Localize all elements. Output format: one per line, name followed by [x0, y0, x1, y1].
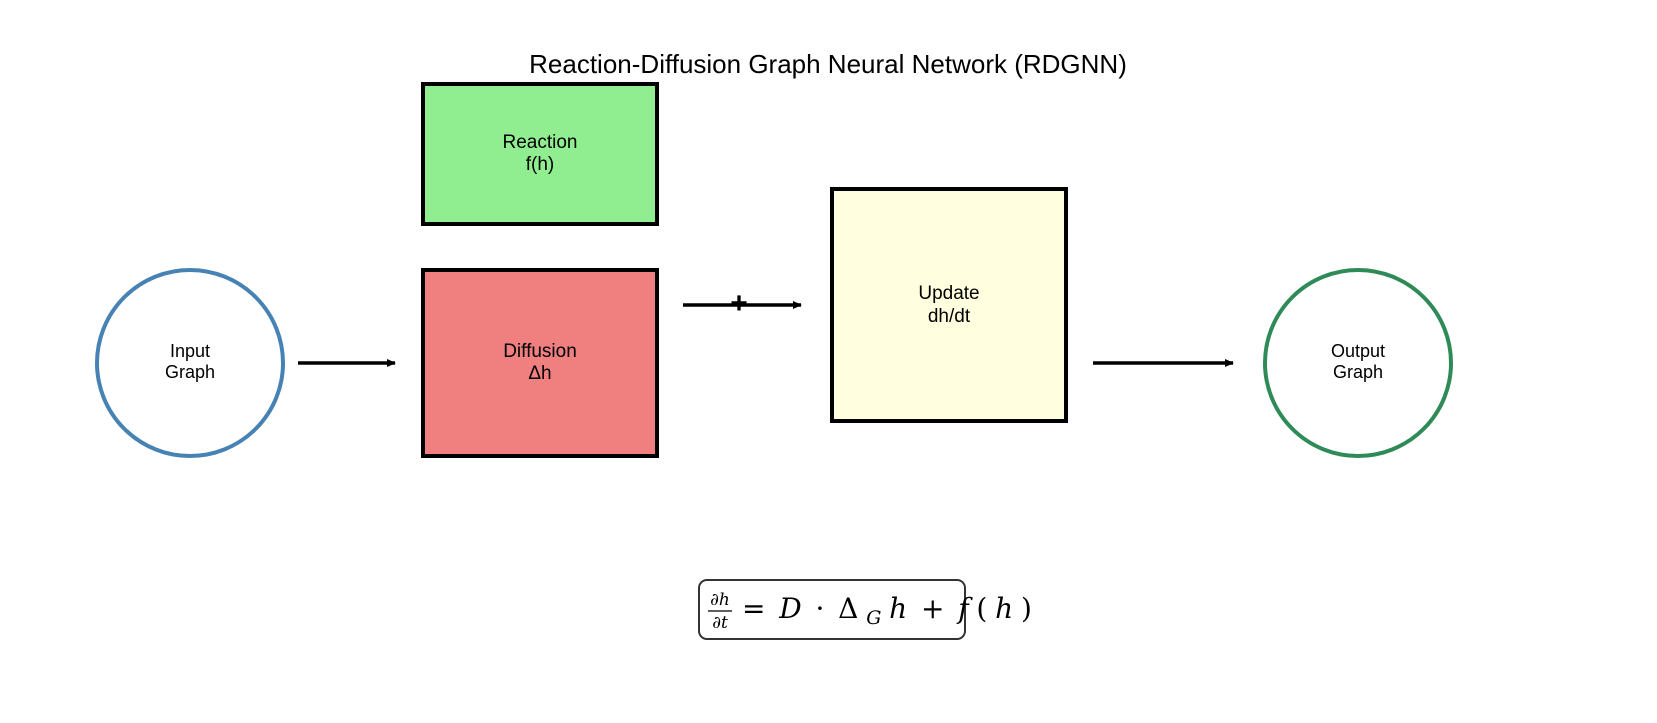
equation-close-paren: ): [1021, 592, 1032, 625]
equation-equals: =: [742, 592, 765, 625]
equation-rhs: = D · Δ G h + f ( h ): [742, 592, 1032, 630]
diffusion-box: [421, 268, 659, 458]
diffusion-node: Diffusion Δh: [421, 268, 659, 458]
equation-plus: +: [921, 592, 944, 625]
input-graph-node: Input Graph: [95, 268, 285, 458]
equation-h: h: [889, 592, 907, 625]
output-graph-circle: [1263, 268, 1453, 458]
equation-h2: h: [995, 592, 1013, 625]
input-graph-circle: [95, 268, 285, 458]
update-box: [830, 187, 1068, 423]
reaction-label-line1: Reaction: [503, 132, 578, 153]
equation-D: D: [778, 592, 801, 625]
diagram-title: Reaction-Diffusion Graph Neural Network …: [529, 49, 1127, 79]
reaction-box: [421, 82, 659, 226]
equation-box: ∂h ∂t = D · Δ G h + f ( h ): [698, 579, 1032, 640]
combine-plus-symbol: +: [730, 287, 748, 320]
equation-delta: Δ: [838, 592, 858, 625]
output-graph-label-line1: Output: [1331, 341, 1385, 361]
diffusion-label-line2: Δh: [528, 363, 551, 384]
reaction-node: Reaction f(h): [421, 82, 659, 226]
input-graph-label-line1: Input: [170, 341, 210, 361]
equation-f: f: [956, 592, 973, 625]
equation-subscript-G: G: [866, 607, 881, 629]
equation-numerator: ∂h: [710, 590, 730, 610]
equation-dot: ·: [815, 592, 824, 625]
reaction-label-line2: f(h): [526, 154, 555, 175]
input-graph-label-line2: Graph: [165, 362, 215, 382]
update-label-line1: Update: [918, 283, 979, 304]
equation-open-paren: (: [976, 592, 987, 625]
update-label-line2: dh/dt: [928, 306, 971, 327]
diffusion-label-line1: Diffusion: [503, 341, 577, 362]
update-node: Update dh/dt: [830, 187, 1068, 423]
output-graph-label-line2: Graph: [1333, 362, 1383, 382]
equation-frame: [698, 579, 966, 640]
output-graph-node: Output Graph: [1263, 268, 1453, 458]
equation-denominator: ∂t: [712, 613, 728, 633]
